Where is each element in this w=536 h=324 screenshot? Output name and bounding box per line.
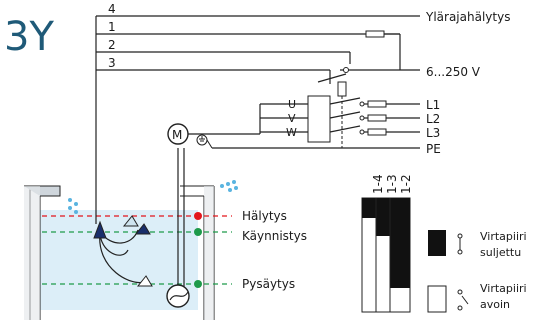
alarm-level-label: Hälytys [242, 209, 287, 223]
phase-u-label: U [288, 98, 296, 111]
start-level-label: Käynnistys [242, 229, 307, 243]
legend-closed-swatch [428, 230, 446, 256]
l3-label: L3 [426, 126, 440, 140]
legend-open-line2: avoin [480, 298, 510, 311]
fuse-control [365, 30, 385, 38]
stop-level-dot [194, 280, 202, 288]
stop-level-label: Pysäytys [242, 277, 295, 291]
upper-alarm-label: Ylärajahälytys [425, 10, 510, 24]
float-switches [93, 215, 153, 287]
legend-closed-line2: suljettu [480, 246, 521, 259]
l2-label: L2 [426, 112, 440, 126]
outflow-drops [220, 180, 238, 192]
motor-label: M [172, 128, 182, 142]
legend-open-swatch [427, 285, 447, 313]
pump-assembly: M [166, 123, 420, 308]
contactor: U V W [259, 67, 420, 148]
phase-v-label: V [288, 112, 296, 125]
wire-number-4: 4 [108, 2, 116, 16]
legend-closed-line1: Virtapiiri [480, 230, 527, 243]
l1-label: L1 [426, 98, 440, 112]
phase-w-label: W [286, 126, 297, 139]
wire-number-3: 3 [108, 56, 116, 70]
supply-voltage-label: 6...250 V [426, 65, 481, 79]
control-wires: 4 1 2 3 [95, 2, 420, 224]
legend-open-line1: Virtapiiri [480, 282, 527, 295]
contact-chart: 1-4 1-3 1-2 [361, 174, 413, 313]
legend: Virtapiiri suljettu Virtapiiri avoin [427, 230, 527, 313]
diagram-title: 3Y [4, 14, 54, 60]
inflow-drops [68, 198, 78, 214]
start-level-dot [194, 228, 202, 236]
contact-label-1-4: 1-4 [371, 174, 385, 194]
wire-number-2: 2 [108, 38, 116, 52]
contact-label-1-2: 1-2 [399, 174, 413, 194]
tank [24, 185, 215, 320]
contact-label-1-3: 1-3 [385, 174, 399, 194]
pe-label: PE [426, 142, 441, 156]
alarm-level-dot [194, 212, 202, 220]
wire-number-1: 1 [108, 20, 116, 34]
